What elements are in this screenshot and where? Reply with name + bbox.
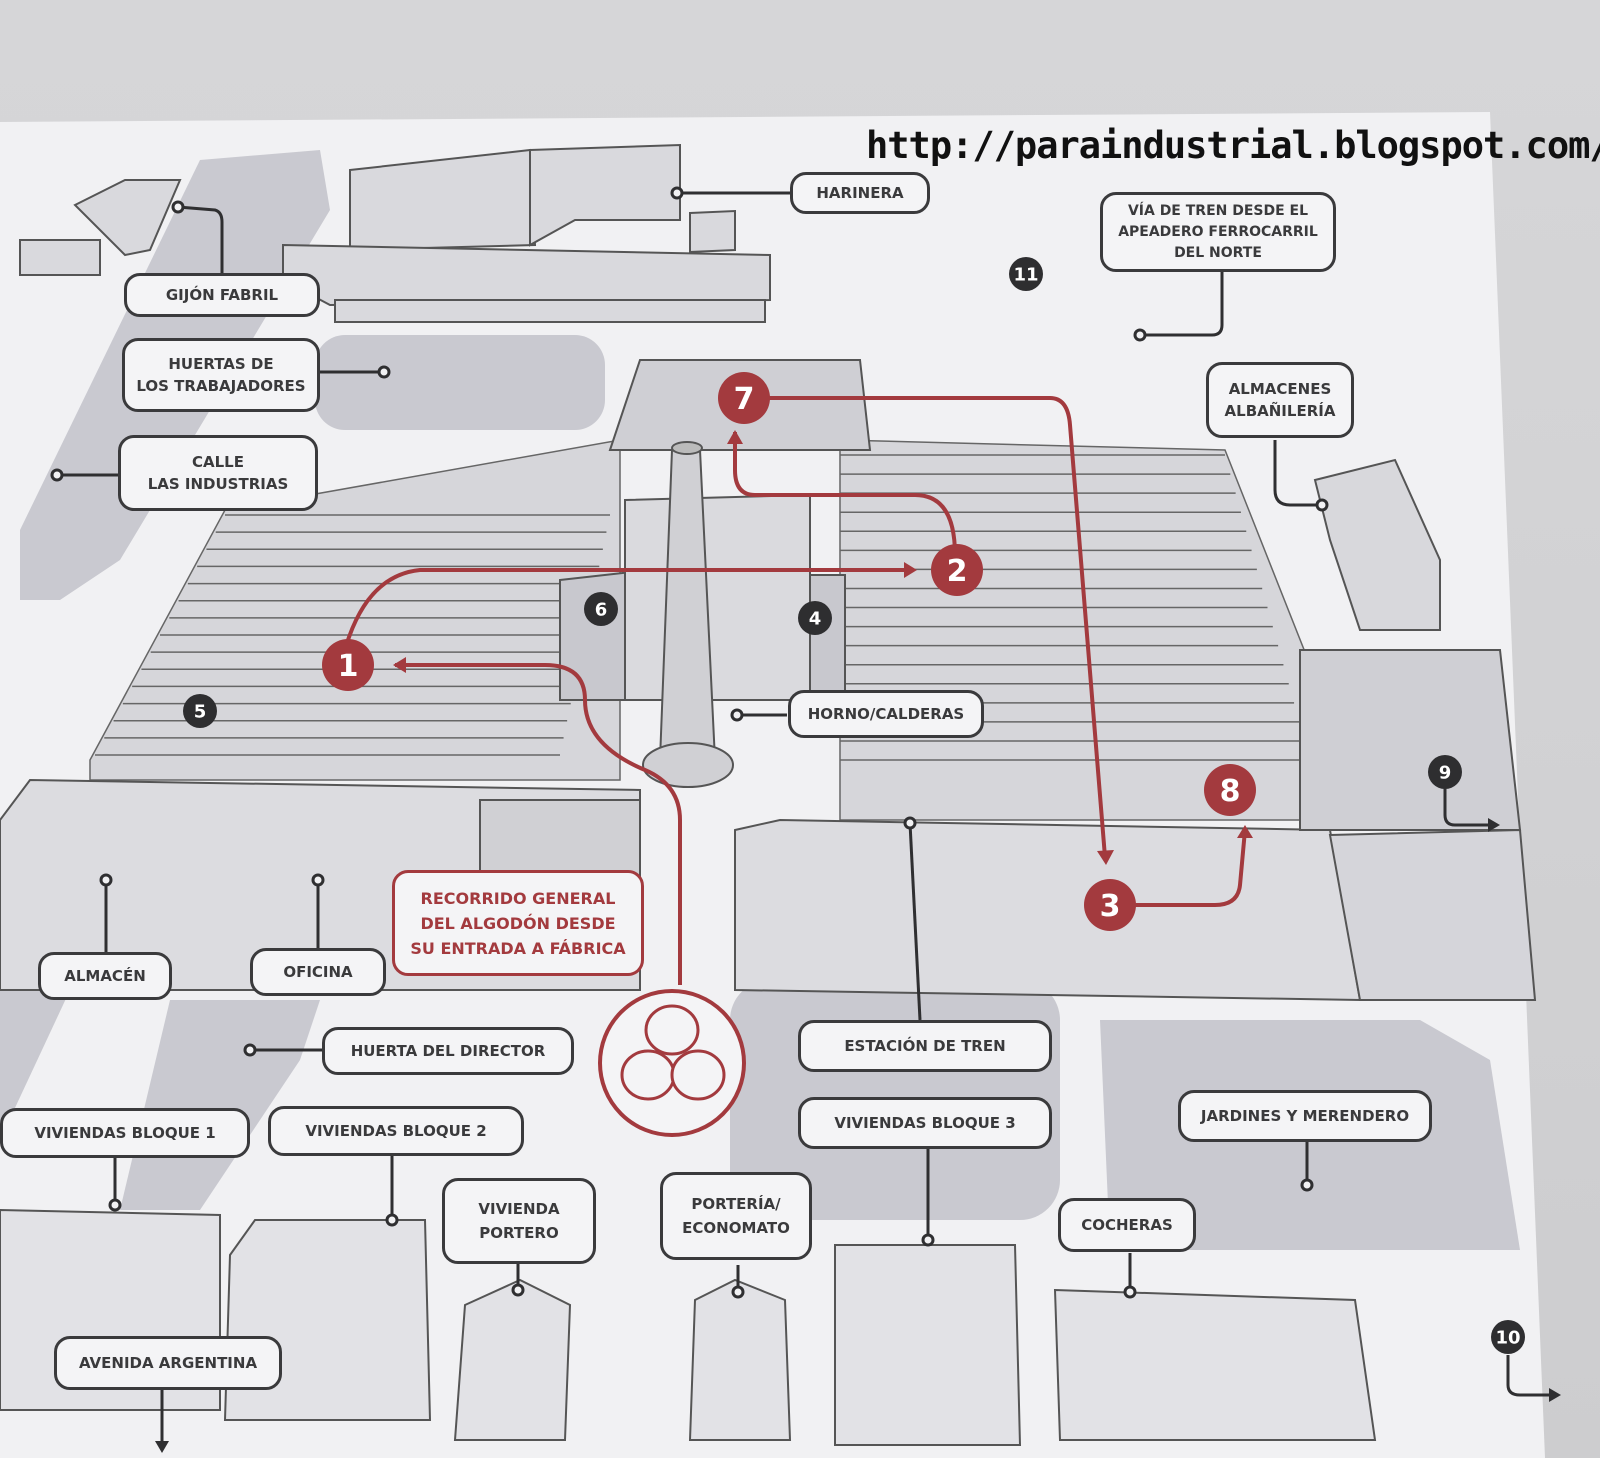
- watermark-url: http://paraindustrial.blogspot.com/: [866, 124, 1600, 167]
- route-marker-7: 7: [718, 372, 770, 424]
- route-markers: 1 2 3 7 8: [322, 372, 1256, 931]
- label-huerta-director[interactable]: HUERTA DEL DIRECTOR: [322, 1027, 574, 1075]
- label-avenida-argentina[interactable]: AVENIDA ARGENTINA: [54, 1336, 282, 1390]
- area-marker-number: 9: [1439, 762, 1452, 783]
- label-calle-industrias[interactable]: CALLE LAS INDUSTRIAS: [118, 435, 318, 511]
- route-marker-number: 7: [734, 382, 755, 417]
- label-recorrido-algodon[interactable]: RECORRIDO GENERAL DEL ALGODÓN DESDE SU E…: [392, 870, 644, 976]
- area-marker-4: 4: [798, 601, 832, 635]
- label-via-tren[interactable]: VÍA DE TREN DESDE EL APEADERO FERROCARRI…: [1100, 192, 1336, 272]
- area-marker-number: 5: [194, 701, 207, 722]
- area-marker-10: 10: [1491, 1320, 1525, 1354]
- route-marker-2: 2: [931, 544, 983, 596]
- central-block: [559, 359, 872, 788]
- route-marker-8: 8: [1204, 764, 1256, 816]
- label-jardines-merendero[interactable]: JARDINES Y MERENDERO: [1178, 1090, 1432, 1142]
- label-porteria-economato[interactable]: PORTERÍA/ ECONOMATO: [660, 1172, 812, 1260]
- route-marker-number: 3: [1100, 889, 1121, 924]
- lower-buildings-east: [734, 458, 1537, 1002]
- area-marker-number: 4: [809, 608, 822, 629]
- exit-arrowheads: [155, 818, 1561, 1453]
- area-marker-number: 6: [595, 599, 608, 620]
- label-harinera[interactable]: HARINERA: [790, 172, 930, 214]
- area-marker-5: 5: [183, 694, 217, 728]
- label-viviendas-bloque-1[interactable]: VIVIENDAS BLOQUE 1: [0, 1108, 250, 1158]
- label-almacen[interactable]: ALMACÉN: [38, 952, 172, 1000]
- label-huertas-trabajadores[interactable]: HUERTAS DE LOS TRABAJADORES: [122, 338, 320, 412]
- label-estacion-tren[interactable]: ESTACIÓN DE TREN: [798, 1020, 1052, 1072]
- area-marker-11: 11: [1009, 257, 1043, 291]
- top-buildings: [19, 143, 771, 323]
- label-vivienda-portero[interactable]: VIVIENDA PORTERO: [442, 1178, 596, 1264]
- label-almacenes-albanileria[interactable]: ALMACENES ALBAÑILERÍA: [1206, 362, 1354, 438]
- area-marker-6: 6: [584, 592, 618, 626]
- connector-dots: [50, 186, 1329, 1299]
- exit-arrows: [1443, 788, 1556, 1397]
- label-cocheras[interactable]: COCHERAS: [1058, 1198, 1196, 1252]
- label-viviendas-bloque-3[interactable]: VIVIENDAS BLOQUE 3: [798, 1097, 1052, 1149]
- label-horno-calderas[interactable]: HORNO/CALDERAS: [788, 690, 984, 738]
- area-marker-number: 11: [1013, 264, 1038, 285]
- route-arrowheads: [393, 430, 1253, 865]
- route-marker-number: 1: [338, 649, 359, 684]
- cotton-bales-icon: [598, 989, 746, 1137]
- area-marker-number: 10: [1495, 1327, 1520, 1348]
- route-marker-3: 3: [1084, 879, 1136, 931]
- label-gijon-fabril[interactable]: GIJÓN FABRIL: [124, 273, 320, 317]
- cotton-route: [346, 396, 1247, 985]
- route-marker-1: 1: [322, 639, 374, 691]
- label-viviendas-bloque-2[interactable]: VIVIENDAS BLOQUE 2: [268, 1106, 524, 1156]
- route-marker-number: 8: [1220, 774, 1241, 809]
- route-marker-number: 2: [947, 554, 968, 589]
- area-markers: 4 5 6 9 10 11: [183, 257, 1525, 1354]
- area-marker-9: 9: [1428, 755, 1462, 789]
- label-oficina[interactable]: OFICINA: [250, 948, 386, 996]
